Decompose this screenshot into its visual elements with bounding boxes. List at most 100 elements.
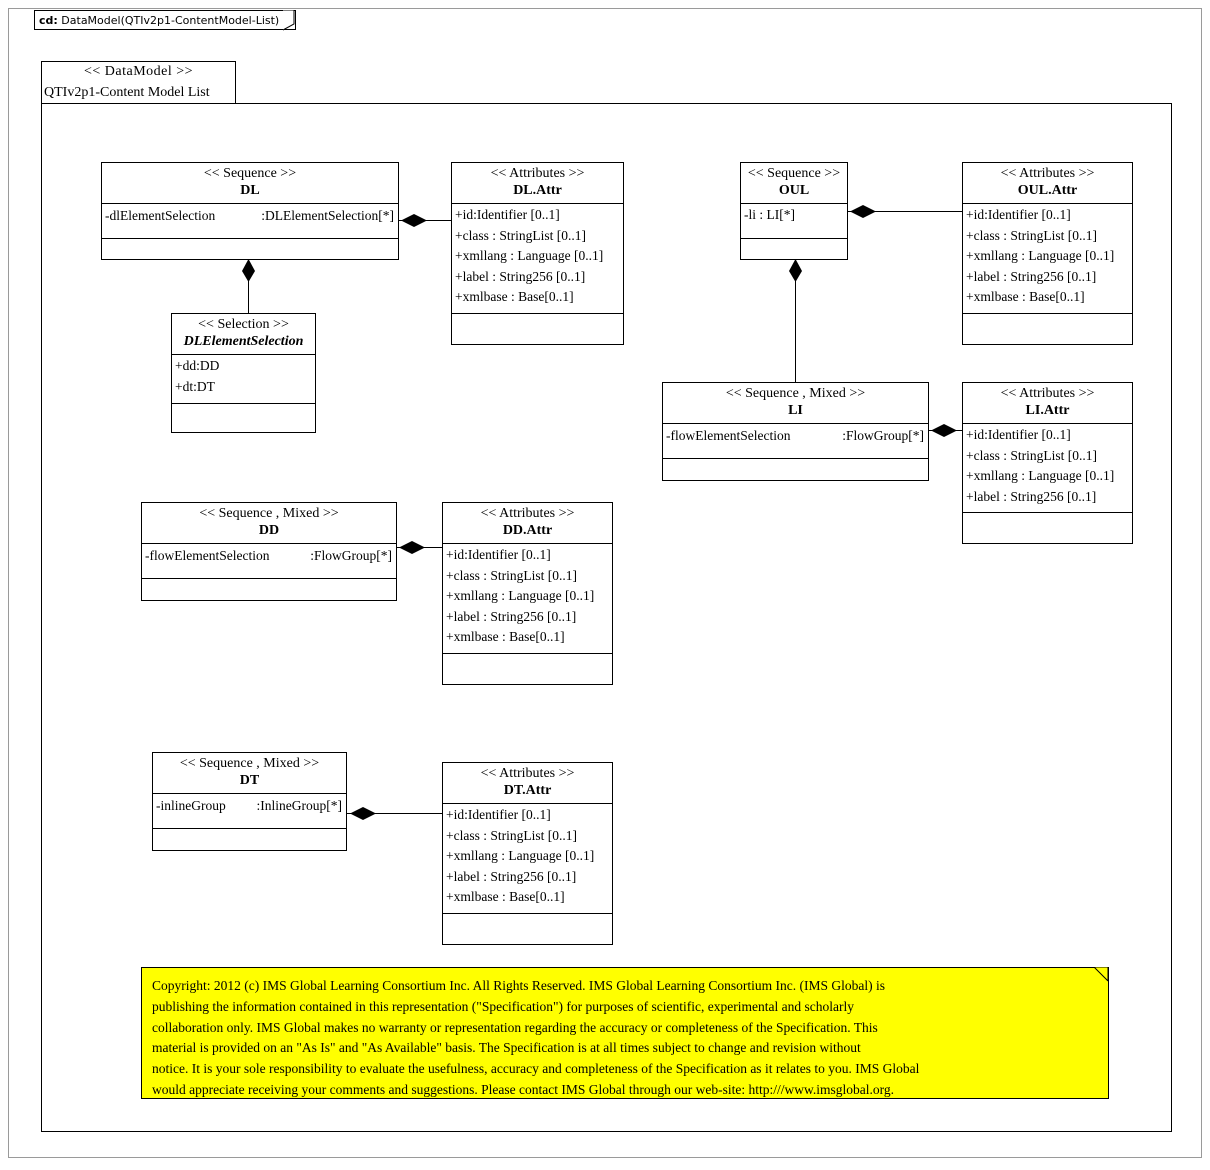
class-box-oul-attr[interactable]: << Attributes >> OUL.Attr +id:Identifier… [962,162,1133,345]
class-box-dd[interactable]: << Sequence , Mixed >> DD -flowElementSe… [141,502,397,601]
class-operations-oul [741,239,847,261]
class-operations-dl [102,239,398,261]
class-attributes-dd: -flowElementSelection :FlowGroup[*] [142,544,396,579]
class-attributes-dl-attr: +id:Identifier [0..1] +class : StringLis… [452,204,623,314]
attribute-row: +class : StringList [0..1] [966,227,1097,243]
class-feature-name-dt: -inlineGroup [156,798,226,813]
class-attributes-dt: -inlineGroup :InlineGroup[*] [153,794,346,829]
class-stereotype-dd-attr: << Attributes >> [480,506,575,521]
class-box-oul[interactable]: << Sequence >> OUL -li : LI[*] [740,162,848,260]
connector-oul-li [795,260,796,382]
attribute-row: +xmllang : Language [0..1] [966,468,1115,484]
connector-oul-oulattr [848,211,963,212]
class-box-dd-attr[interactable]: << Attributes >> DD.Attr +id:Identifier … [442,502,613,685]
class-feature-name-dl: -dlElementSelection [105,208,216,223]
class-header-dt-attr: << Attributes >> DT.Attr [443,763,612,804]
class-name-dd: DD [258,523,280,538]
attribute-row: +xmllang : Language [0..1] [446,588,595,604]
attribute-row: +label : String256 [0..1] [446,608,577,624]
class-name-dd-attr: DD.Attr [502,523,553,538]
class-box-dl-attr[interactable]: << Attributes >> DL.Attr +id:Identifier … [451,162,624,345]
class-name-dt: DT [239,773,260,788]
class-stereotype-dl: << Sequence >> [203,166,297,181]
class-stereotype-dt: << Sequence , Mixed >> [179,756,320,771]
attribute-row: +label : String256 [0..1] [966,268,1097,284]
composition-diamond-dt-dtattr [350,806,376,821]
note-line: material is provided on an "As Is" and "… [152,1040,861,1056]
class-operations-dd [142,579,396,601]
class-stereotype-oul-attr: << Attributes >> [1000,166,1095,181]
class-feature-mult-dl: [*] [378,208,394,223]
class-header-li: << Sequence , Mixed >> LI [663,383,928,424]
class-feature-dd: -flowElementSelection :FlowGroup[*] [142,545,396,567]
class-header-dd: << Sequence , Mixed >> DD [142,503,396,544]
attribute-row: +xmlbase : Base[0..1] [966,289,1085,305]
note-line: notice. It is your sole responsibility t… [152,1061,920,1077]
attribute-row: +xmlbase : Base[0..1] [446,629,565,645]
diagram-title-text: DataModel(QTIv2p1-ContentModel-List) [61,14,280,27]
class-stereotype-li: << Sequence , Mixed >> [725,386,866,401]
class-operations-oul-attr [963,314,1132,336]
class-box-dt-attr[interactable]: << Attributes >> DT.Attr +id:Identifier … [442,762,613,945]
class-feature-mult-dd: [*] [376,548,392,563]
class-box-li-attr[interactable]: << Attributes >> LI.Attr +id:Identifier … [962,382,1133,544]
attribute-row: +xmlbase : Base[0..1] [455,289,574,305]
package-body [41,103,1172,1132]
class-attributes-dt-attr: +id:Identifier [0..1] +class : StringLis… [443,804,612,914]
class-feature-mult-dt: [*] [326,798,342,813]
attribute-row: +label : String256 [0..1] [455,268,586,284]
class-name-oul: OUL [778,183,810,198]
class-attributes-li: -flowElementSelection :FlowGroup[*] [663,424,928,459]
attribute-row: +dt:DT [175,378,215,394]
class-operations-li-attr [963,513,1132,535]
class-box-dl-element-selection[interactable]: << Selection >> DLElementSelection +dd:D… [171,313,316,433]
class-name-dt-attr: DT.Attr [503,783,552,798]
package-header: << DataModel >> QTIv2p1-Content Model Li… [41,61,236,104]
attribute-row: +id:Identifier [0..1] [966,427,1071,442]
attribute-row: +dd:DD [175,358,220,373]
attribute-row: +label : String256 [0..1] [446,868,577,884]
note-line: Copyright: 2012 (c) IMS Global Learning … [152,978,886,993]
class-operations-li [663,459,928,481]
class-feature-name-li: -flowElementSelection [666,428,791,443]
class-feature-type-li: :FlowGroup [842,428,909,443]
class-box-li[interactable]: << Sequence , Mixed >> LI -flowElementSe… [662,382,929,481]
connector-dl-dlelementselection [248,260,249,313]
copyright-note: Copyright: 2012 (c) IMS Global Learning … [141,966,1109,1099]
class-header-dl-attr: << Attributes >> DL.Attr [452,163,623,204]
class-header-oul: << Sequence >> OUL [741,163,847,204]
note-line: would appreciate receiving your comments… [152,1081,894,1097]
attribute-row: +id:Identifier [0..1] [966,207,1071,222]
class-box-dl[interactable]: << Sequence >> DL -dlElementSelection :D… [101,162,399,260]
class-stereotype-dt-attr: << Attributes >> [480,766,575,781]
note-line: publishing the information contained in … [152,998,854,1014]
attribute-row: +class : StringList [0..1] [455,227,586,243]
attribute-row: +xmllang : Language [0..1] [966,248,1115,264]
package-name: QTIv2p1-Content Model List [44,85,210,100]
class-feature-type-dd: :FlowGroup [310,548,377,563]
class-operations-dl-attr [452,314,623,336]
attribute-row: +label : String256 [0..1] [966,488,1097,504]
class-stereotype-oul: << Sequence >> [747,166,841,181]
composition-diamond-oul-li [788,259,803,283]
class-operations-dd-attr [443,654,612,676]
class-box-dt[interactable]: << Sequence , Mixed >> DT -inlineGroup :… [152,752,347,851]
class-feature-type-dl: :DLElementSelection [261,208,379,223]
attribute-row: +xmllang : Language [0..1] [455,248,604,264]
class-name-dl-element-selection: DLElementSelection [183,334,304,349]
note-fold-icon [1093,966,1109,982]
composition-diamond-dd-ddattr [399,540,425,555]
class-name-li-attr: LI.Attr [1025,403,1070,418]
class-header-dl: << Sequence >> DL [102,163,398,204]
attribute-row: +class : StringList [0..1] [446,827,577,843]
composition-diamond-li-liattr [931,423,957,438]
attribute-row: -li : LI[*] [744,207,795,222]
class-name-dl-attr: DL.Attr [513,183,562,198]
class-stereotype-dl-attr: << Attributes >> [490,166,585,181]
class-feature-li: -flowElementSelection :FlowGroup[*] [663,425,928,447]
attribute-row: +class : StringList [0..1] [446,567,577,583]
attribute-row: +class : StringList [0..1] [966,447,1097,463]
class-name-dl: DL [240,183,260,198]
class-feature-name-dd: -flowElementSelection [145,548,270,563]
